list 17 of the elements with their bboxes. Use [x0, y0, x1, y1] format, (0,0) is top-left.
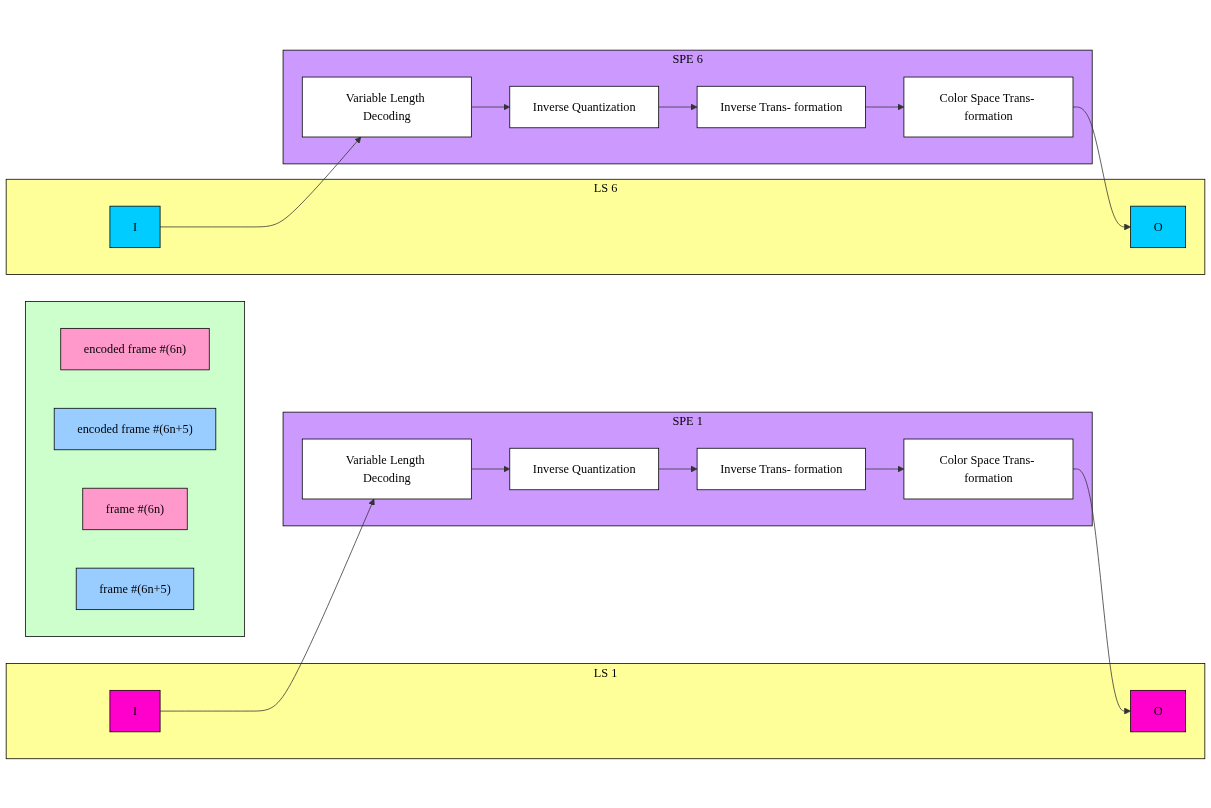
node-box: frame #(6n+5)	[75, 567, 195, 610]
node-box: Variable Length Decoding	[301, 76, 472, 137]
node-box: Color Space Trans- formation	[903, 76, 1074, 137]
node-box: frame #(6n)	[82, 487, 188, 530]
node-box: I	[109, 205, 161, 248]
node-box: Inverse Trans- formation	[696, 447, 866, 490]
node-box: Inverse Quantization	[509, 85, 660, 128]
cluster	[25, 300, 245, 637]
node-box: Color Space Trans- formation	[903, 438, 1074, 499]
node-box: I	[109, 689, 161, 732]
node-box: Variable Length Decoding	[301, 438, 472, 499]
node-box: O	[1130, 689, 1186, 732]
node-box: Inverse Trans- formation	[696, 85, 866, 128]
node-box: encoded frame #(6n+5)	[53, 407, 217, 450]
node-box: O	[1130, 205, 1186, 248]
node-box: encoded frame #(6n)	[60, 327, 210, 370]
node-box: Inverse Quantization	[509, 447, 660, 490]
